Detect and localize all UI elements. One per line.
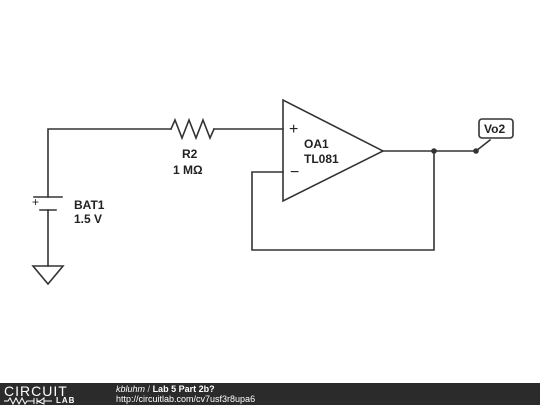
probe-label: Vo2 [484, 122, 505, 136]
resistor-name-label: R2 [182, 147, 198, 161]
separator: / [147, 384, 151, 394]
battery-plus-sign: + [32, 195, 39, 209]
author-name[interactable]: kbluhm [116, 384, 146, 394]
probe-lead [474, 138, 492, 153]
circuitlab-logo[interactable]: CIRCUIT LAB [4, 383, 96, 405]
battery-value-label: 1.5 V [74, 212, 102, 226]
junction-dot-probe [473, 148, 479, 154]
circuit-url[interactable]: http://circuitlab.com/cv7usf3r8upa6 [116, 394, 256, 404]
probe-vo2-box[interactable] [478, 118, 514, 139]
opamp-plus-sign: + [289, 121, 298, 138]
opamp-part-label: TL081 [304, 152, 339, 166]
junction-dot-output [431, 148, 437, 154]
logo-text: CIRCUIT [4, 383, 68, 399]
ground-symbol [31, 265, 65, 286]
wire-battery-to-resistor [47, 128, 172, 198]
circuit-schematic: + − + BAT1 1.5 V R2 1 MΩ OA1 TL081 Vo2 [31, 98, 514, 286]
circuit-title[interactable]: Lab 5 Part 2b? [152, 384, 215, 394]
opamp-name-label: OA1 [304, 137, 329, 151]
logo-resistor-icon [4, 397, 52, 405]
opamp-oa1[interactable] [282, 98, 385, 203]
resistor-value-label: 1 MΩ [173, 163, 203, 177]
resistor-r2[interactable] [169, 117, 216, 141]
battery-name-label: BAT1 [74, 198, 105, 212]
circuit-info: kbluhm / Lab 5 Part 2b? http://circuitla… [116, 384, 255, 404]
opamp-minus-sign: − [290, 164, 299, 181]
wire-feedback [251, 150, 435, 251]
footer-bar: CIRCUIT LAB kbluhm / Lab 5 Part 2b? http… [0, 383, 540, 405]
logo-sub-text: LAB [56, 396, 76, 405]
